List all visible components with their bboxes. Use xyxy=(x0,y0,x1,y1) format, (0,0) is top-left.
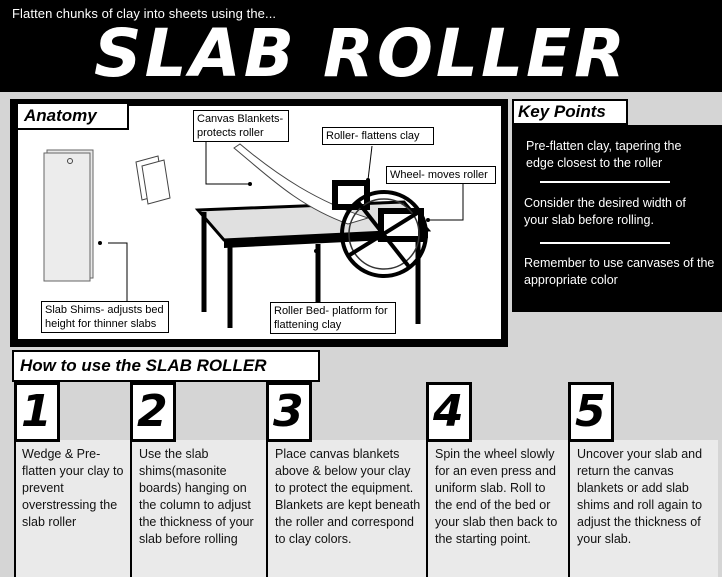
step-3-text: Place canvas blankets above & below your… xyxy=(275,447,421,546)
step-number: 1 xyxy=(21,386,52,437)
callout-roller: Roller- flattens clay xyxy=(322,127,434,145)
callout-slab-shims: Slab Shims- adjusts bed height for thinn… xyxy=(41,301,169,333)
divider xyxy=(568,440,570,577)
callout-leaders xyxy=(98,142,464,302)
key-point-item: Pre-flatten clay, tapering the edge clos… xyxy=(526,139,682,170)
roller-bed-icon xyxy=(194,200,432,328)
step-3-panel xyxy=(266,440,426,577)
callout-canvas-blankets: Canvas Blankets- protects roller xyxy=(193,110,289,142)
callout-roller-bed: Roller Bed- platform for flattening clay xyxy=(270,302,396,334)
key-points-heading: Key Points xyxy=(512,99,628,125)
step-1-text: Wedge & Pre-flatten your clay to prevent… xyxy=(22,447,124,529)
slab-shims-icon xyxy=(43,149,94,282)
page-title: SLAB ROLLER xyxy=(94,15,628,92)
canvas-blankets-icon xyxy=(135,155,171,205)
header xyxy=(0,0,722,92)
step-number: 5 xyxy=(575,386,606,437)
step-4-panel xyxy=(426,440,568,577)
anatomy-heading: Anatomy xyxy=(16,102,129,130)
step-2-text: Use the slab shims(masonite boards) hang… xyxy=(139,447,254,546)
step-5-text: Uncover your slab and return the canvas … xyxy=(577,447,703,546)
key-point-item: Remember to use canvases of the appropri… xyxy=(524,256,715,287)
divider xyxy=(426,440,428,577)
step-number-box: 1 xyxy=(14,382,60,442)
wheel-icon xyxy=(340,190,428,278)
step-number-box: 4 xyxy=(426,382,472,442)
divider xyxy=(540,181,670,183)
step-number-box: 5 xyxy=(568,382,614,442)
key-point-item: Consider the desired width of your slab … xyxy=(524,196,686,227)
step-number-box: 3 xyxy=(266,382,312,442)
divider xyxy=(266,440,268,577)
step-number-box: 2 xyxy=(130,382,176,442)
callout-wheel: Wheel- moves roller xyxy=(386,166,496,184)
divider xyxy=(130,440,132,577)
step-number: 3 xyxy=(273,386,304,437)
subtitle: Flatten chunks of clay into sheets using… xyxy=(12,6,277,21)
step-number: 4 xyxy=(433,386,464,437)
divider xyxy=(14,440,16,577)
step-2-panel xyxy=(130,440,266,577)
slab-roller-illustration xyxy=(43,142,464,328)
step-4-text: Spin the wheel slowly for an even press … xyxy=(435,447,558,546)
step-1-panel xyxy=(14,440,130,577)
how-to-heading: How to use the SLAB ROLLER xyxy=(12,350,320,382)
step-number: 2 xyxy=(137,386,168,437)
key-points-panel xyxy=(512,125,722,312)
divider xyxy=(540,242,670,244)
step-5-panel xyxy=(568,440,718,577)
